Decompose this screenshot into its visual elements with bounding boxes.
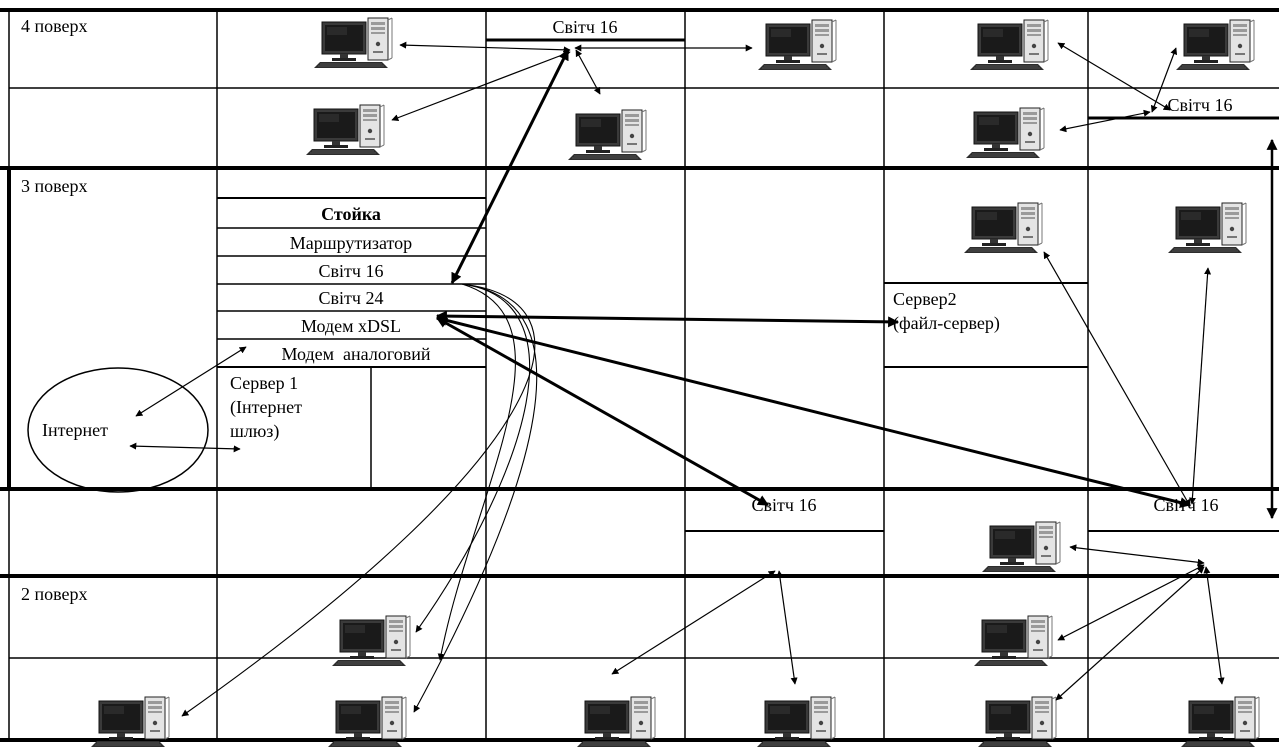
server1-desc-2: шлюз) bbox=[230, 421, 279, 442]
connections bbox=[129, 41, 1278, 717]
rack-switch-24: Світч 24 bbox=[319, 288, 384, 308]
switch-floor4-right-label: Світч 16 bbox=[1168, 95, 1233, 115]
desktop-computer-icon bbox=[567, 109, 647, 161]
switch-floor3-right-label: Світч 16 bbox=[1154, 495, 1219, 515]
rack-modem-xdsl: Модем xDSL bbox=[301, 316, 401, 336]
floor-3-label: 3 поверх bbox=[21, 176, 88, 196]
server2-name: Сервер2 bbox=[893, 289, 957, 309]
desktop-computer-icon bbox=[1175, 19, 1255, 71]
desktop-computer-icon bbox=[757, 19, 837, 71]
internet-cloud bbox=[27, 367, 209, 493]
server1-desc-1: (Інтернет bbox=[230, 397, 302, 418]
rack-title: Стойка bbox=[321, 204, 381, 224]
rack-router: Маршрутизатор bbox=[290, 233, 412, 253]
switch-floor3-center-label: Світч 16 bbox=[752, 495, 817, 515]
switch-floor4-center-label: Світч 16 bbox=[553, 17, 618, 37]
desktop-computer-icon bbox=[965, 107, 1045, 159]
server2-desc: (файл-сервер) bbox=[893, 313, 1000, 334]
desktop-computer-icon bbox=[305, 104, 385, 156]
labels: 4 поверх 3 поверх 2 поверх Світч 16 Світ… bbox=[21, 16, 1232, 604]
desktop-computer-icon bbox=[981, 521, 1061, 573]
desktop-computer-icon bbox=[1167, 202, 1247, 254]
floor-2-label: 2 поверх bbox=[21, 584, 88, 604]
rack-modem-analog: Модем аналоговий bbox=[281, 344, 430, 364]
internet-label: Інтернет bbox=[42, 420, 108, 440]
floor-4-label: 4 поверх bbox=[21, 16, 88, 36]
rack-switch-16: Світч 16 bbox=[319, 261, 384, 281]
server1-name: Сервер 1 bbox=[230, 373, 298, 393]
desktop-computer-icon bbox=[969, 19, 1049, 71]
desktop-computer-icon bbox=[313, 17, 393, 69]
desktop-computer-icon bbox=[963, 202, 1043, 254]
